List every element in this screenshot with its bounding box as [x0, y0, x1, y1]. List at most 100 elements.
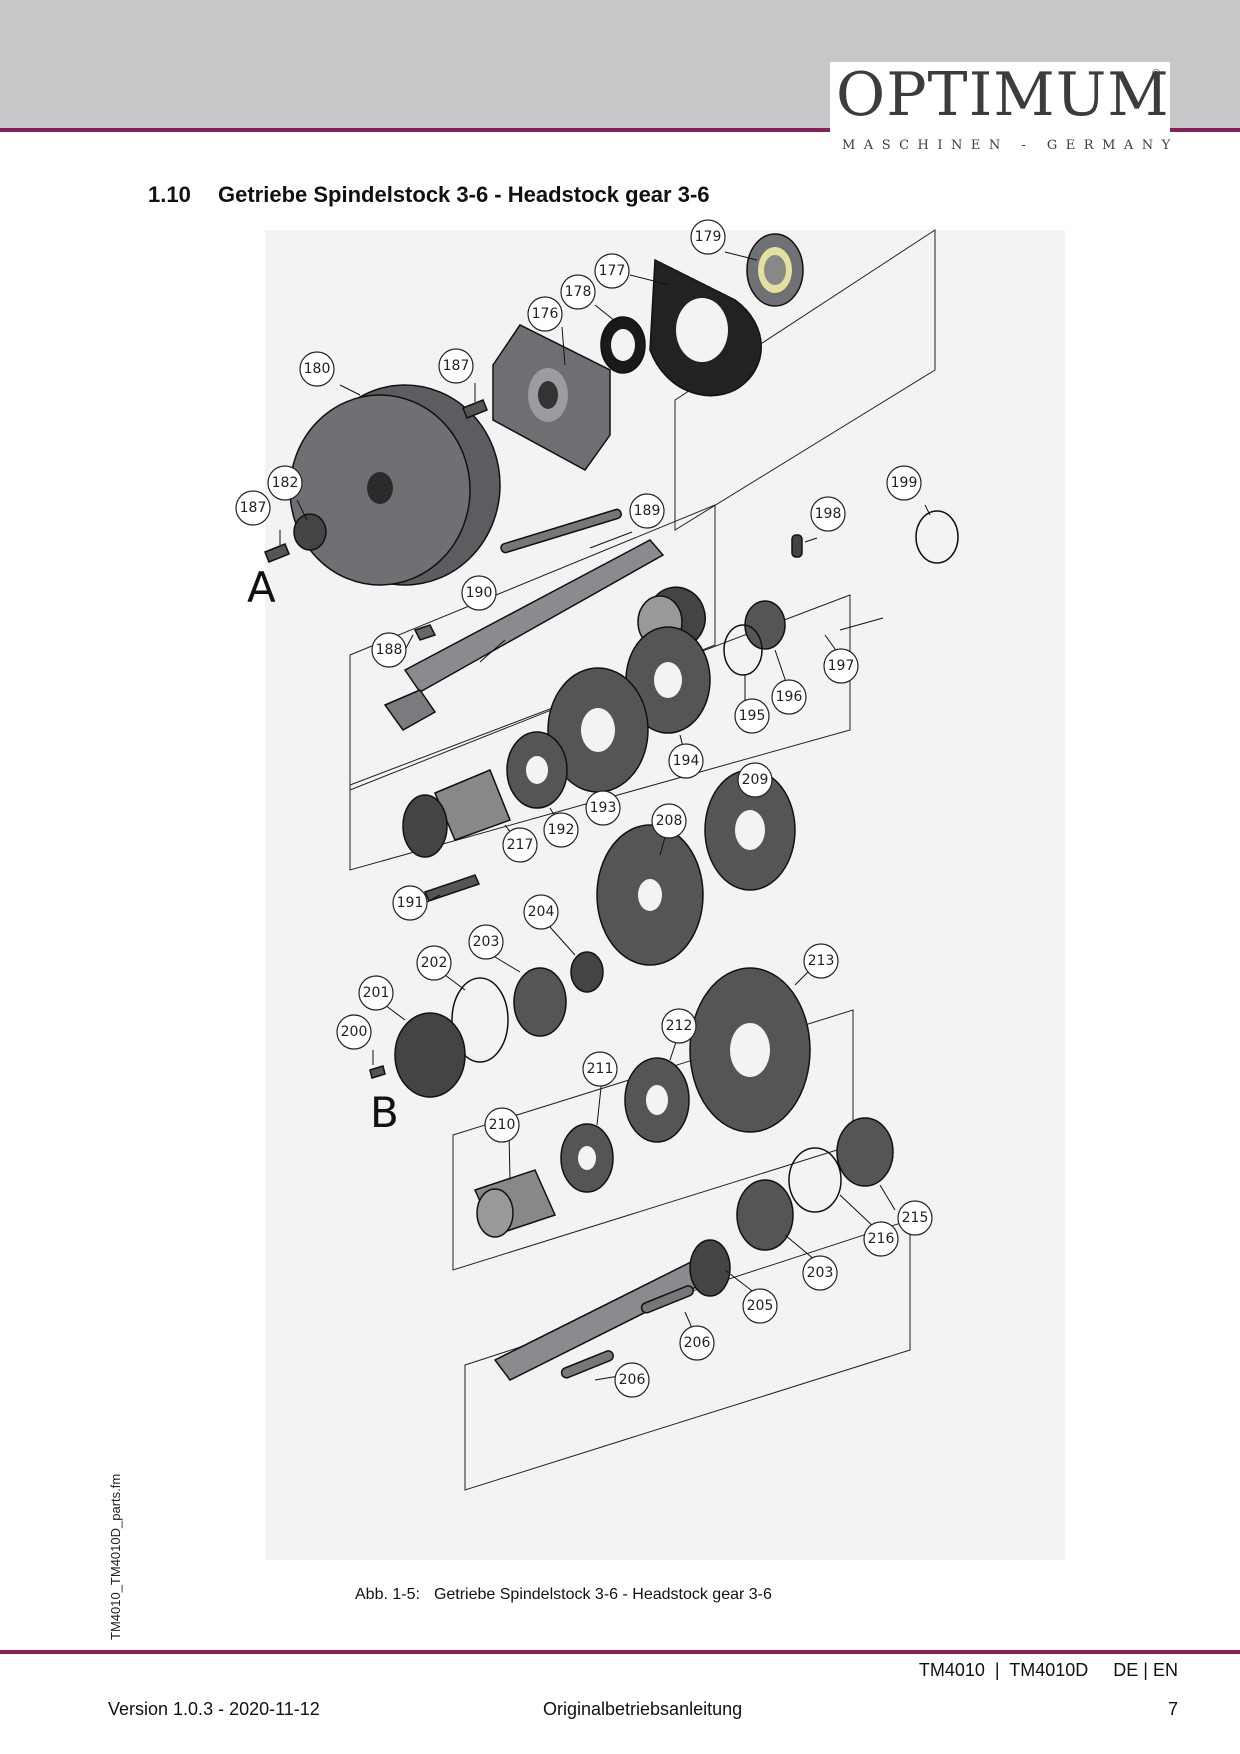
page-number: 7	[1167, 1699, 1178, 1719]
exploded-parts-diagram: A B 179 177 178 176 180 187 182 187 189 …	[235, 219, 1065, 1560]
callout-203-upper: 203	[468, 924, 504, 960]
ring-195	[723, 624, 763, 676]
callout-213: 213	[803, 943, 839, 979]
pin-191	[423, 874, 481, 902]
callout-177: 177	[594, 253, 630, 289]
callout-199: 199	[886, 465, 922, 501]
figure-caption-text: Getriebe Spindelstock 3-6 - Headstock ge…	[433, 1586, 772, 1603]
svg-text:190: 190	[466, 585, 493, 601]
cover-201	[394, 1012, 466, 1098]
svg-text:203: 203	[473, 934, 500, 950]
shaft-205-pinion	[689, 1239, 731, 1297]
svg-text:206: 206	[684, 1335, 711, 1351]
bearing-203-upper	[513, 967, 567, 1037]
svg-text:216: 216	[868, 1231, 895, 1247]
svg-text:202: 202	[421, 955, 448, 971]
callout-206-lower: 206	[614, 1362, 650, 1398]
svg-text:199: 199	[891, 475, 918, 491]
bearing-203-lower	[736, 1179, 794, 1251]
logo-subtitle: MASCHINEN - GERMANY	[842, 138, 1179, 153]
svg-text:188: 188	[376, 642, 403, 658]
footer-doc-type: Originalbetriebsanleitung	[543, 1699, 743, 1719]
gear-212-bore	[646, 1085, 668, 1115]
flange-176	[492, 324, 611, 471]
callout-194: 194	[668, 743, 704, 779]
pulley-180	[289, 384, 501, 586]
callout-188: 188	[371, 632, 407, 668]
logo-wordmark: OPTIMUM	[836, 60, 1170, 130]
pin-198	[791, 534, 803, 558]
svg-text:182: 182	[272, 475, 299, 491]
callout-190: 190	[461, 575, 497, 611]
bearing-196	[744, 600, 786, 650]
callout-187-upper: 187	[438, 348, 474, 384]
section-title-text: Getriebe Spindelstock 3-6 - Headstock ge…	[218, 182, 710, 207]
assembly-box-shaft-b	[464, 1219, 911, 1491]
figure-caption: Abb. 1-5:Getriebe Spindelstock 3-6 - Hea…	[355, 1586, 772, 1604]
svg-text:180: 180	[304, 361, 331, 377]
svg-text:191: 191	[397, 895, 424, 911]
key-206-upper	[640, 1285, 694, 1314]
svg-text:178: 178	[565, 284, 592, 300]
pinion-217	[402, 794, 448, 858]
group-label-b: B	[370, 1088, 399, 1137]
bearing-215	[836, 1117, 894, 1187]
section-number: 1.10	[148, 182, 191, 207]
svg-text:204: 204	[528, 904, 555, 920]
gear-194-bore	[654, 662, 682, 698]
gear-213-bore	[730, 1023, 770, 1077]
callout-180: 180	[299, 351, 335, 387]
callout-209: 209	[737, 762, 773, 798]
svg-text:201: 201	[363, 985, 390, 1001]
ring-199	[915, 510, 959, 564]
callout-187-lower: 187	[235, 490, 271, 526]
callout-191: 191	[392, 885, 428, 921]
callout-216: 216	[863, 1221, 899, 1257]
svg-text:217: 217	[507, 837, 534, 853]
logo-registered-mark: ®	[1152, 68, 1161, 80]
svg-text:192: 192	[548, 822, 575, 838]
svg-text:196: 196	[776, 689, 803, 705]
screw-187-lower	[264, 543, 290, 563]
margin-filename: TM4010_TM4010D_parts.fm	[108, 1473, 123, 1640]
svg-text:209: 209	[742, 772, 769, 788]
callout-210: 210	[484, 1107, 520, 1143]
svg-text:195: 195	[739, 708, 766, 724]
callout-212: 212	[661, 1008, 697, 1044]
callout-179: 179	[690, 219, 726, 255]
gear-193-bore	[581, 708, 615, 752]
callout-217: 217	[502, 827, 538, 863]
svg-text:200: 200	[341, 1024, 368, 1040]
svg-text:193: 193	[590, 800, 617, 816]
callout-203-lower: 203	[802, 1255, 838, 1291]
shaft-190	[403, 539, 665, 693]
gasket-177	[649, 258, 762, 397]
svg-text:215: 215	[902, 1210, 929, 1226]
svg-text:203: 203	[807, 1265, 834, 1281]
svg-text:211: 211	[587, 1061, 614, 1077]
footer-rule	[0, 1650, 1240, 1654]
gasket-202	[451, 977, 509, 1063]
callout-208: 208	[651, 803, 687, 839]
callout-204: 204	[523, 894, 559, 930]
callout-196: 196	[771, 679, 807, 715]
svg-text:198: 198	[815, 506, 842, 522]
assembly-box-cover	[674, 229, 936, 531]
gear-211-bore	[578, 1146, 596, 1170]
svg-text:206: 206	[619, 1372, 646, 1388]
section-heading: 1.10 Getriebe Spindelstock 3-6 - Headstoc…	[148, 182, 710, 208]
svg-text:189: 189	[634, 503, 661, 519]
callout-197: 197	[823, 648, 859, 684]
callout-211: 211	[582, 1051, 618, 1087]
callout-189: 189	[629, 493, 665, 529]
key-206-lower	[560, 1350, 614, 1379]
callout-215: 215	[897, 1200, 933, 1236]
header-rule	[0, 128, 1240, 132]
screw-200	[369, 1065, 386, 1079]
seal-178	[600, 316, 646, 374]
key-189	[500, 508, 622, 554]
callout-192: 192	[543, 812, 579, 848]
shaft-190-end	[383, 689, 437, 731]
callout-176: 176	[527, 296, 563, 332]
sleeve-217	[434, 769, 511, 841]
